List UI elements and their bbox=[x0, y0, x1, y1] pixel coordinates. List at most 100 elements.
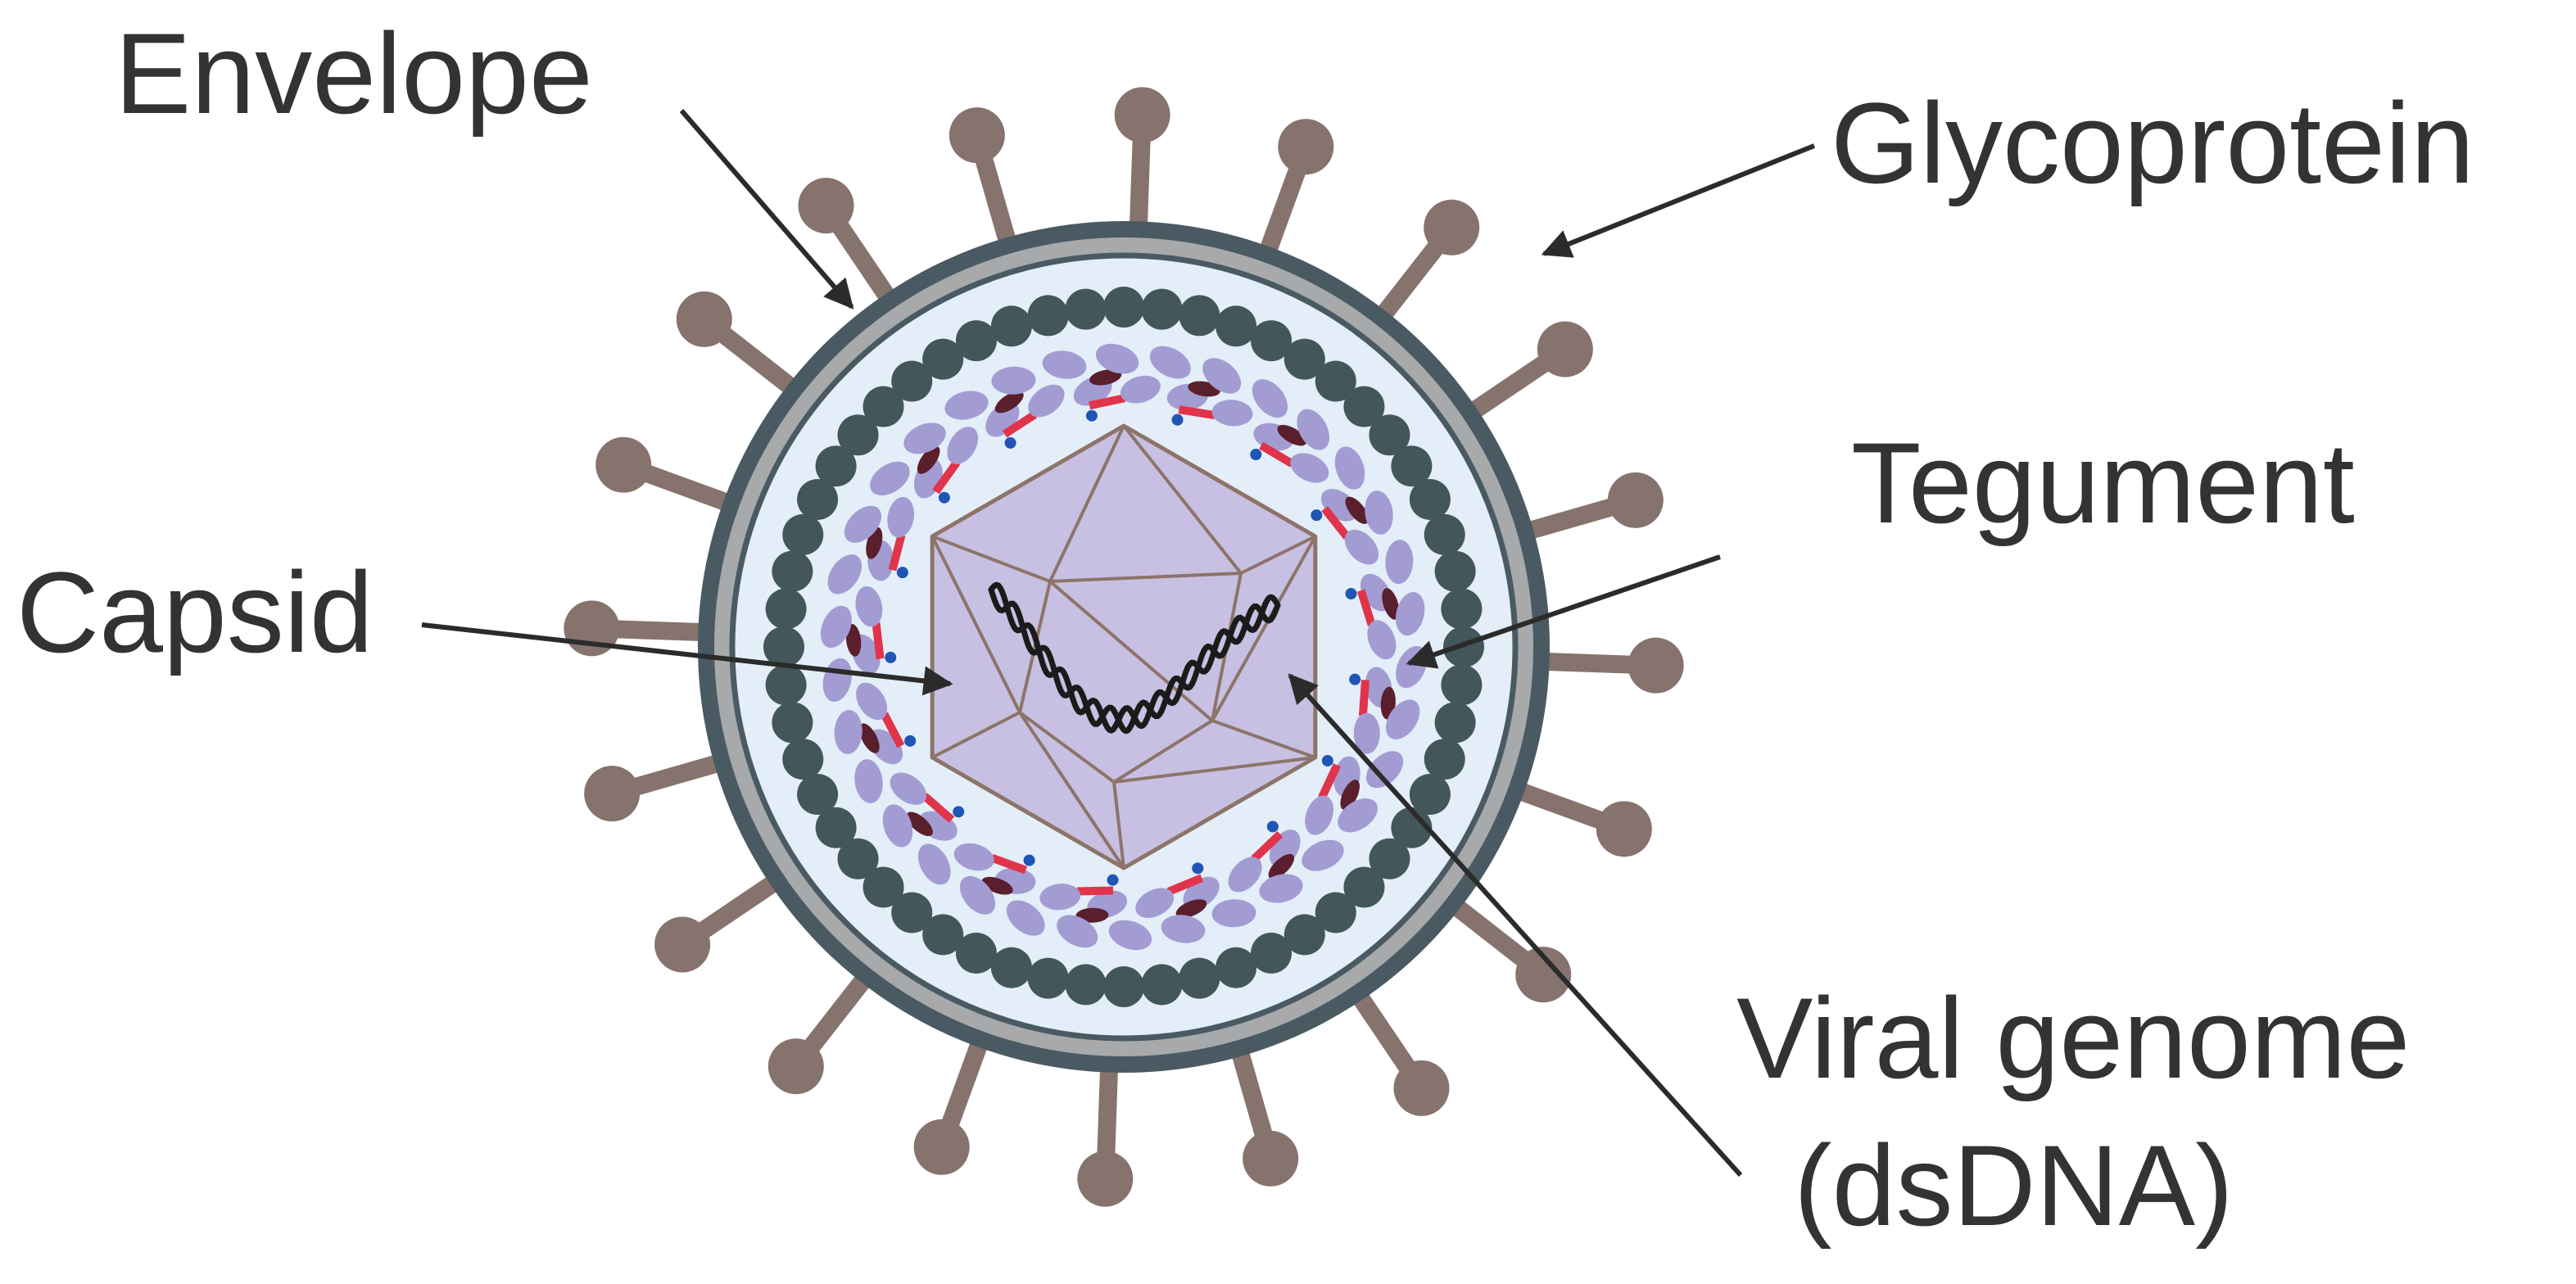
tegument-protein-lavender bbox=[1365, 491, 1393, 535]
capsomer bbox=[797, 774, 839, 816]
capsid-edge bbox=[1048, 580, 1214, 722]
capsomer bbox=[1141, 964, 1183, 1006]
capsomer bbox=[772, 702, 813, 744]
tegument-protein-lavender bbox=[1211, 899, 1256, 928]
tegument-protein-lavender bbox=[1302, 839, 1344, 871]
tegument-protein-blue bbox=[1250, 449, 1262, 461]
capsomer bbox=[1251, 932, 1293, 974]
tegument-protein-lavender bbox=[1385, 699, 1420, 739]
capsomer bbox=[862, 866, 904, 908]
glycoprotein-head bbox=[1607, 472, 1664, 528]
capsomer bbox=[922, 338, 964, 380]
capsid-edge bbox=[931, 535, 1051, 583]
capsid-edge bbox=[1048, 425, 1125, 582]
tegument-protein-lavender bbox=[1039, 884, 1081, 911]
capsomer bbox=[1179, 295, 1220, 337]
label-pointers bbox=[421, 109, 1816, 1178]
tegument-protein-lavender bbox=[1202, 358, 1242, 394]
glycoprotein-head bbox=[913, 1119, 970, 1175]
tegument-protein-red bbox=[1259, 441, 1295, 468]
tegument-protein-lavender bbox=[1365, 751, 1404, 789]
envelope-pointer bbox=[679, 109, 854, 310]
capsomer bbox=[1409, 478, 1451, 520]
tegument-protein-lavender bbox=[1395, 592, 1425, 636]
capsid-edge bbox=[1113, 756, 1316, 784]
capsomer bbox=[891, 360, 933, 402]
capsid-edge bbox=[1240, 535, 1316, 575]
capsomer bbox=[1216, 947, 1257, 988]
tegument-protein-blue bbox=[1023, 854, 1035, 866]
tegument-pointer bbox=[1406, 554, 1721, 669]
glycoprotein-head bbox=[595, 436, 652, 493]
tegument-protein-red bbox=[881, 712, 905, 748]
glycoprotein-head bbox=[1278, 119, 1334, 175]
tegument-protein-blue bbox=[896, 567, 908, 579]
glycoprotein-head bbox=[676, 291, 732, 347]
glycoprotein-head bbox=[1243, 1130, 1299, 1187]
glycoprotein-label: Glycoprotein bbox=[1831, 79, 2474, 207]
capsomer bbox=[922, 914, 964, 956]
glycoprotein-head bbox=[1077, 1151, 1134, 1207]
capsomer bbox=[1369, 414, 1410, 456]
tegument-protein-dark bbox=[906, 812, 933, 837]
capsomer bbox=[1065, 964, 1107, 1006]
capsomer bbox=[891, 892, 933, 934]
tegument-protein-lavender bbox=[959, 875, 996, 915]
tegument-protein-lavender bbox=[1149, 346, 1191, 379]
tegument-protein-blue bbox=[1192, 862, 1204, 875]
glycoprotein-head bbox=[767, 1038, 824, 1095]
tegument-protein-lavender bbox=[855, 585, 883, 627]
glycoprotein-head bbox=[1628, 637, 1684, 694]
tegument-protein-lavender bbox=[991, 366, 1036, 395]
capsomer bbox=[763, 626, 804, 667]
tegument-protein-red bbox=[1166, 874, 1204, 896]
tegument-protein-lavender bbox=[1095, 343, 1139, 374]
tegument-protein-lavender bbox=[1135, 888, 1175, 918]
capsomer bbox=[1441, 588, 1483, 630]
tegument-protein-blue bbox=[1349, 673, 1361, 685]
capsomer bbox=[1424, 513, 1465, 555]
tegument-protein-blue bbox=[1171, 414, 1184, 426]
capsomer-ring bbox=[763, 287, 1484, 1007]
capsomer bbox=[772, 550, 813, 592]
capsomer bbox=[990, 947, 1032, 988]
capsomer bbox=[1434, 702, 1476, 744]
tegument-protein-blue bbox=[1311, 509, 1323, 522]
capsomer bbox=[1315, 892, 1356, 934]
capsomer bbox=[765, 588, 807, 630]
tegument-protein-lavender bbox=[1305, 795, 1333, 835]
glycoprotein-head bbox=[1515, 947, 1572, 1003]
capsid-pointer bbox=[421, 622, 953, 696]
tegument-label: Tegument bbox=[1851, 418, 2355, 547]
tegument-protein-red bbox=[1358, 680, 1369, 717]
tegument-protein-lavender bbox=[1385, 540, 1414, 585]
tegument-protein-dark bbox=[1382, 588, 1400, 620]
tegument-protein-blue bbox=[885, 651, 897, 663]
tegument-protein-dark bbox=[1340, 780, 1360, 811]
tegument-protein-blue bbox=[953, 806, 965, 818]
capsomer bbox=[862, 386, 904, 427]
glycoprotein-head bbox=[1596, 801, 1652, 857]
tegument-protein-lavender bbox=[1252, 379, 1288, 418]
glycoprotein-head bbox=[584, 766, 641, 822]
capsid-edge bbox=[1018, 711, 1125, 870]
tegument-protein-dark bbox=[1268, 853, 1295, 879]
tegument-protein-lavender bbox=[953, 843, 994, 871]
tegument-protein-red bbox=[871, 622, 885, 660]
tegument-protein-lavender bbox=[887, 496, 915, 538]
glycoprotein-head bbox=[1393, 1060, 1450, 1116]
glycoprotein-pointer bbox=[1541, 143, 1816, 258]
tegument-protein-lavender bbox=[1334, 446, 1365, 490]
tegument-protein-lavender bbox=[882, 804, 913, 848]
capsomer bbox=[1216, 305, 1257, 347]
dna-strand bbox=[988, 581, 1281, 734]
tegument-protein-lavender bbox=[1338, 798, 1378, 833]
capsomer bbox=[1424, 739, 1465, 780]
capsomer bbox=[1343, 386, 1385, 427]
capsomer bbox=[837, 414, 879, 456]
tegument-protein-dark bbox=[917, 445, 940, 474]
capsomer bbox=[765, 664, 807, 706]
capsomer bbox=[1065, 288, 1107, 330]
tegument-protein-lavender bbox=[834, 709, 862, 754]
glycoprotein-head bbox=[1114, 87, 1170, 143]
